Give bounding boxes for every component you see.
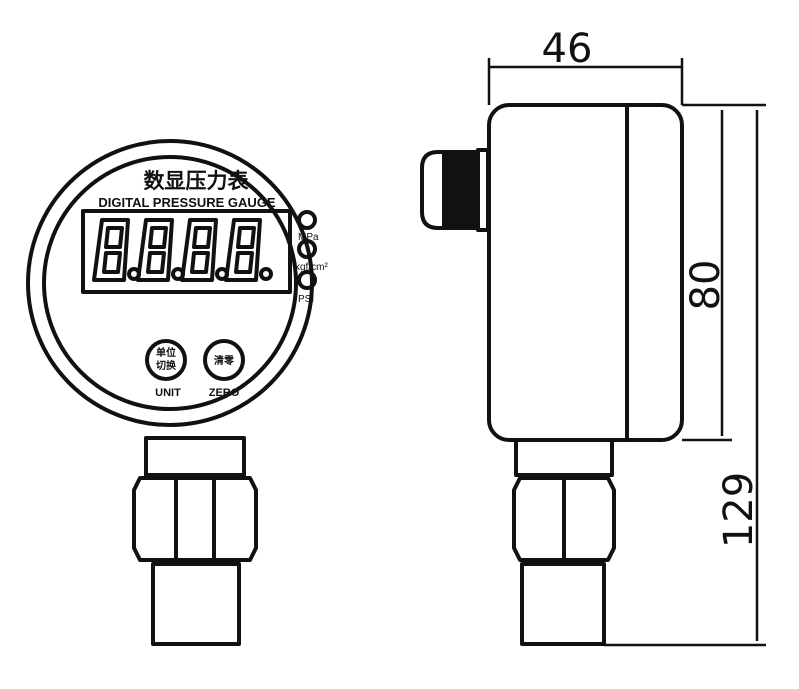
dimension-80-label: 80 <box>683 260 729 311</box>
dimension-129: 129 <box>604 110 766 647</box>
front-fitting <box>132 436 258 646</box>
dimension-80: 80 <box>682 103 766 442</box>
outer-bezel <box>26 139 314 427</box>
side-connector <box>420 148 490 232</box>
title-en: DIGITAL PRESSURE GAUGE <box>98 195 276 210</box>
zero-button[interactable]: 清零 ZERO <box>203 339 245 399</box>
unit-button-glyph-1: 单位 <box>156 346 176 359</box>
zero-button-glyph: 清零 <box>214 354 235 367</box>
lcd-digits <box>92 218 273 282</box>
case-body <box>487 103 684 442</box>
decimal-point <box>259 267 273 281</box>
side-view: 46 80 129 <box>420 26 766 647</box>
unit-button-glyph-2: 切换 <box>156 359 177 372</box>
dimension-129-label: 129 <box>716 472 762 548</box>
inner-dial <box>42 155 298 411</box>
zero-button-label: ZERO <box>209 387 240 399</box>
unit-indicators: MPa kgf/cm² PSI <box>295 210 328 305</box>
title-cn: 数显压力表 <box>144 170 250 193</box>
unit-label-kgf: kgf/cm² <box>295 262 328 273</box>
lcd-display <box>81 209 292 294</box>
unit-button[interactable]: 单位 切换 UNIT <box>145 339 187 399</box>
unit-label-psi: PSI <box>298 294 314 305</box>
dimension-46-label: 46 <box>542 26 593 72</box>
unit-led-mpa <box>297 210 317 230</box>
dimension-46: 46 <box>487 26 684 105</box>
unit-button-label: UNIT <box>155 387 181 399</box>
lcd-digit <box>224 218 273 282</box>
lcd-digit <box>180 218 229 282</box>
unit-led-psi <box>297 270 317 290</box>
side-fitting <box>512 438 616 646</box>
lcd-digit <box>136 218 185 282</box>
lcd-digit <box>92 218 141 282</box>
front-view: 数显压力表 DIGITAL PRESSURE GAUGE MPa kgf/cm²… <box>26 139 328 646</box>
unit-led-kgf <box>297 239 317 259</box>
unit-label-mpa: MPa <box>298 232 319 243</box>
